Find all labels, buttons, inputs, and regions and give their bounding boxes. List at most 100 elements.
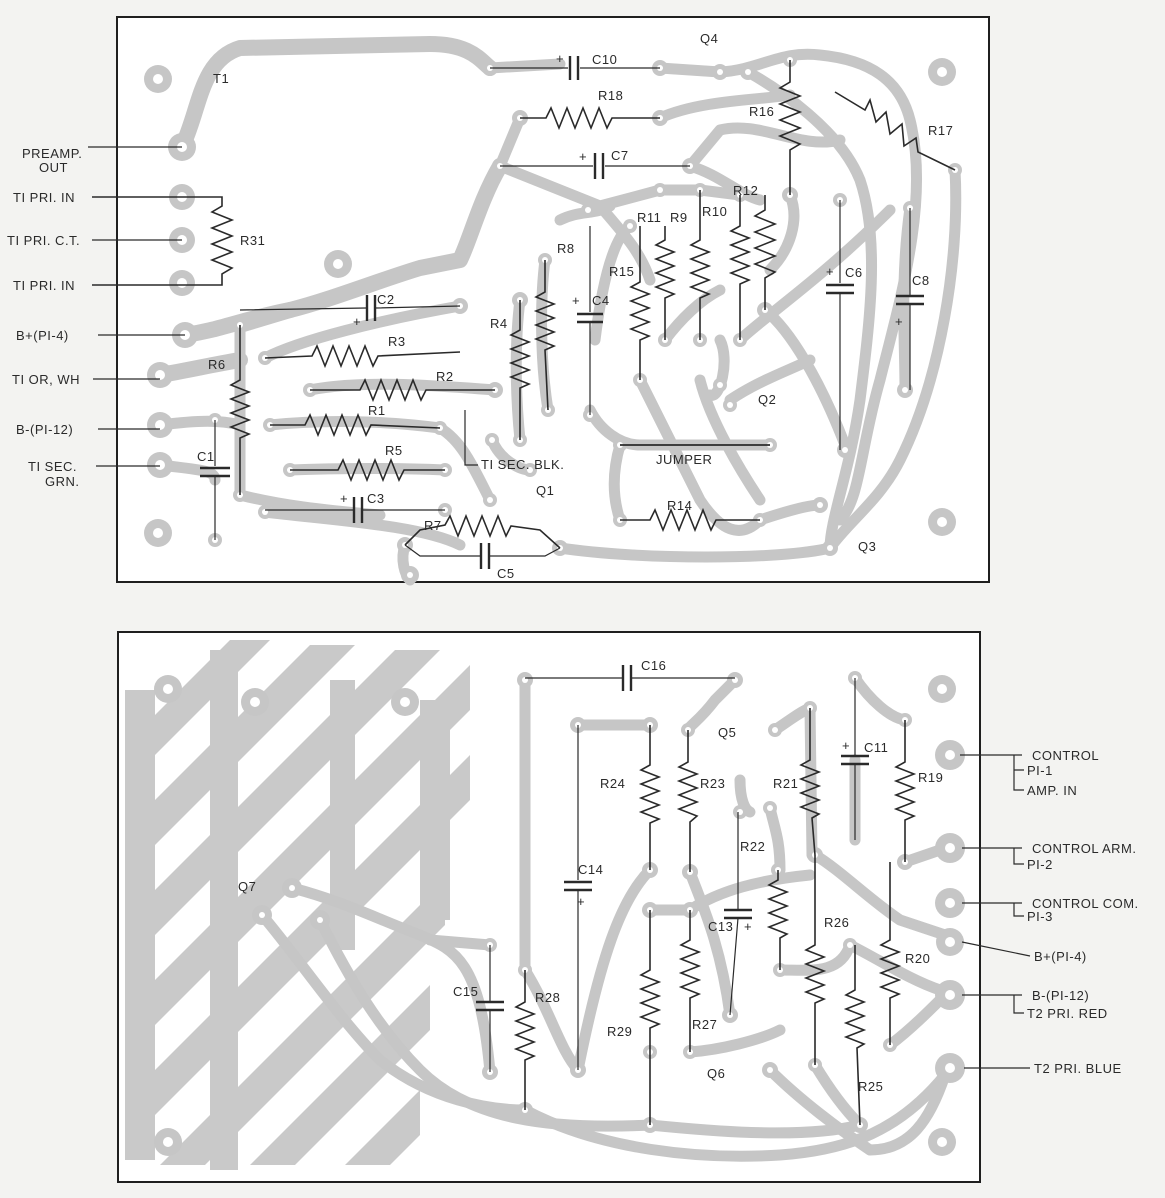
bottom-external-leads [960,754,1031,1069]
bottom-labels: C16 Q5 C11 R19 R24 R23 R21 R22 C14 Q7 C1… [238,658,1139,1094]
bottom-board: + + + [117,631,1139,1183]
t1-sec-blk-lead [464,410,478,466]
svg-text:+: + [895,314,903,329]
ground-plane-pattern [125,640,470,1170]
label-r9: R9 [670,210,688,225]
svg-text:+: + [340,491,348,506]
resistor-r17 [834,91,956,171]
label-c13: C13 [708,919,733,934]
label-r1: R1 [368,403,386,418]
label-q3: Q3 [858,539,876,554]
label-r23: R23 [700,776,725,791]
label-b-minus-top: B-(PI-12) [16,422,73,437]
resistor-r18 [520,105,660,131]
label-b-minus-bottom: B-(PI-12) [1032,988,1089,1003]
svg-text:+: + [556,51,564,66]
top-external-leads [88,146,185,467]
label-c5: C5 [497,566,515,581]
label-c10: C10 [592,52,617,67]
label-jumper: JUMPER [656,452,712,467]
label-r29: R29 [607,1024,632,1039]
label-c14: C14 [578,862,603,877]
label-q5: Q5 [718,725,736,740]
label-r17: R17 [928,123,953,138]
label-preamp-out-2: OUT [39,160,68,175]
label-r20: R20 [905,951,930,966]
label-b-plus-bottom: B+(PI-4) [1034,949,1087,964]
label-r18: R18 [598,88,623,103]
resistor-r24 [638,725,662,870]
capacitor-c15 [476,945,504,1072]
resistor-r3 [264,343,461,369]
top-components: + + [92,51,956,569]
label-p1-1: PI-1 [1027,763,1053,778]
capacitor-c16 [525,665,735,691]
resistor-r26 [803,855,827,1065]
resistor-r2 [310,377,495,403]
label-r6: R6 [208,357,226,372]
label-r12: R12 [733,183,758,198]
label-t1-pri-in-a: TI PRI. IN [13,190,75,205]
resistor-r9 [688,190,712,340]
label-t1-sec-blk: TI SEC. BLK. [481,457,564,472]
resistor-r4 [508,300,532,440]
label-control-com: CONTROL COM. [1032,896,1139,911]
label-control: CONTROL [1032,748,1099,763]
label-r14: R14 [667,498,692,513]
label-c15: C15 [453,984,478,999]
label-r8: R8 [557,241,575,256]
resistor-r10 [728,195,752,340]
label-c2: C2 [377,292,395,307]
label-r3: R3 [388,334,406,349]
capacitor-c5 [404,543,561,569]
resistor-r20 [878,862,902,1045]
svg-text:+: + [826,264,834,279]
label-t1-pri-ct: TI PRI. C.T. [7,233,80,248]
label-r2: R2 [436,369,454,384]
label-r4: R4 [490,316,508,331]
resistor-r22 [766,870,790,970]
label-q4: Q4 [700,31,718,46]
svg-text:+: + [577,894,585,909]
label-p1-2: PI-2 [1027,857,1053,872]
capacitor-c4: + [572,226,603,415]
label-amp-in: AMP. IN [1027,783,1077,798]
capacitor-c1 [200,420,230,540]
label-preamp-out: PREAMP. [22,146,82,161]
label-r7: R7 [424,518,442,533]
capacitor-c2: + [239,295,461,329]
label-r21: R21 [773,776,798,791]
resistor-r1 [270,412,441,438]
label-control-arm: CONTROL ARM. [1032,841,1136,856]
resistor-r7 [404,513,561,549]
capacitor-c11: + [841,678,869,840]
label-t2-pri-red: T2 PRI. RED [1027,1006,1108,1021]
label-c7: C7 [611,148,629,163]
label-r10: R10 [702,204,727,219]
resistor-r21 [798,708,822,856]
label-r31: R31 [240,233,265,248]
label-t1-sec: TI SEC. [28,459,77,474]
resistor-r6 [228,325,252,495]
resistor-r29 [638,910,662,1125]
resistor-r28 [513,970,537,1110]
capacitor-c6: + [826,200,854,450]
capacitor-c8: + [895,208,924,390]
svg-text:+: + [842,738,850,753]
resistor-r8 [533,260,557,411]
capacitor-c7: + [500,149,690,179]
label-c8: C8 [912,273,930,288]
label-r5: R5 [385,443,403,458]
svg-text:+: + [353,314,361,329]
resistor-r23 [676,730,700,872]
label-r11: R11 [637,210,661,225]
label-b-plus-top: B+(PI-4) [16,328,69,343]
label-t2-pri-blue: T2 PRI. BLUE [1034,1061,1122,1076]
label-r22: R22 [740,839,765,854]
label-p1-3: PI-3 [1027,909,1053,924]
resistor-r16 [777,60,803,195]
resistor-r19 [893,720,917,862]
label-t1: T1 [213,71,229,86]
label-r26: R26 [824,915,849,930]
label-c4: C4 [592,293,610,308]
